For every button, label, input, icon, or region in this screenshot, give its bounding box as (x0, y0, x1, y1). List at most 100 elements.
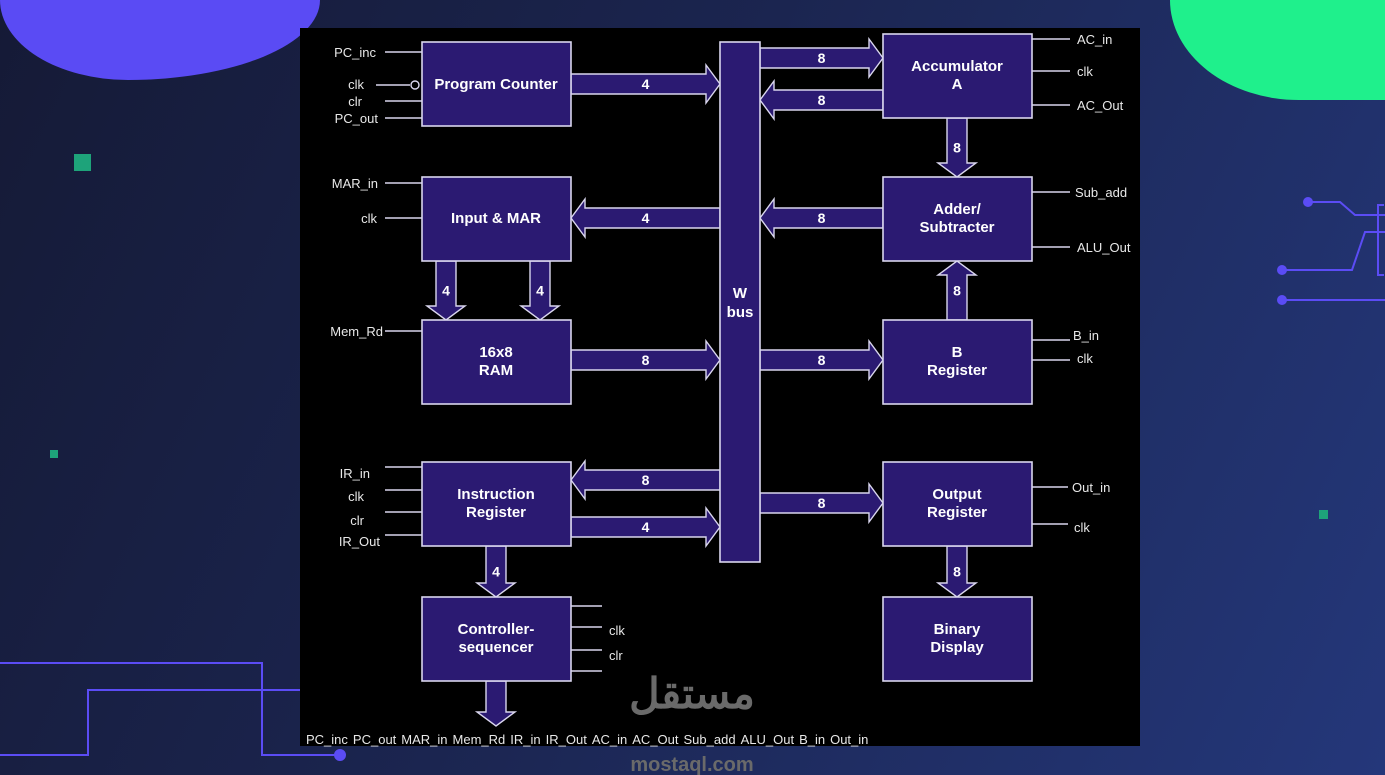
control-word-label: AC_Out (632, 732, 679, 747)
block-label: Register (927, 362, 987, 379)
program-counter-block: Program Counter (421, 41, 572, 127)
control-word-label: IR_Out (546, 732, 588, 747)
signal-label: clr (609, 648, 623, 663)
bus-width-label: 4 (442, 283, 450, 299)
control-word-label: PC_inc (306, 732, 348, 747)
block-label: sequencer (458, 639, 533, 656)
block-label: 16x8 (479, 344, 512, 361)
signal-label: clk (348, 489, 364, 504)
block-label: Output (932, 486, 981, 503)
acc-adder-arrow (935, 117, 979, 178)
block-label: Controller- (458, 621, 535, 638)
signal-label: clr (348, 94, 362, 109)
instruction-register-block: Instruction Register (421, 461, 572, 547)
ram-block: 16x8 RAM (421, 319, 572, 405)
bus-ir-arrow (570, 458, 721, 502)
signal-label: Mem_Rd (330, 324, 383, 339)
block-label: A (952, 76, 963, 93)
bus-width-label: 4 (642, 210, 650, 226)
bus-label: bus (727, 304, 754, 321)
control-word-label: Mem_Rd (453, 732, 506, 747)
signal-label: B_in (1073, 328, 1099, 343)
signal-label: AC_in (1077, 32, 1112, 47)
circuit-decor (0, 154, 1385, 761)
b-register-block: B Register (882, 319, 1033, 405)
signal-label: clr (350, 513, 364, 528)
control-word-out-arrow (474, 680, 518, 727)
block-label: RAM (479, 362, 513, 379)
signal-label: clk (1077, 351, 1093, 366)
ram-bus-arrow (570, 338, 721, 382)
mostaql-watermark: مستقل mostaql.com (629, 670, 755, 775)
block-label: Input & MAR (451, 210, 541, 227)
bus-width-label: 8 (953, 564, 961, 580)
bus-acc-arrow (759, 36, 884, 80)
bus-width-label: 8 (818, 495, 826, 511)
w-bus (719, 41, 761, 563)
signal-label: clk (1074, 520, 1090, 535)
mar-ram-2-arrow (518, 260, 562, 321)
control-word-label: MAR_in (401, 732, 447, 747)
bus-out-arrow (759, 481, 884, 525)
adder-bus-arrow (759, 196, 884, 240)
bus-width-label: 8 (642, 352, 650, 368)
signal-label: AC_Out (1077, 98, 1124, 113)
control-word-label: PC_out (353, 732, 397, 747)
block-label: Program Counter (434, 76, 558, 93)
control-word-label: B_in (799, 732, 825, 747)
signal-label: clk (361, 211, 377, 226)
signal-label: Sub_add (1075, 185, 1127, 200)
block-label: B (952, 344, 963, 361)
block-label: Accumulator (911, 58, 1003, 75)
signal-label: clk (348, 77, 364, 92)
signal-label: clk (1077, 64, 1093, 79)
bus-width-label: 8 (818, 92, 826, 108)
signal-label: clk (609, 623, 625, 638)
control-word-label: AC_in (592, 732, 627, 747)
bus-label: W (733, 285, 748, 302)
control-word-label: Sub_add (684, 732, 736, 747)
control-lines (376, 38, 1070, 672)
bus-width-label: 4 (642, 76, 650, 92)
ir-bus-arrow (570, 505, 721, 549)
control-word-labels: PC_inc PC_out MAR_in Mem_Rd IR_in IR_Out AC_in… (306, 732, 868, 747)
bus-width-label: 8 (818, 352, 826, 368)
binary-display-block: Binary Display (882, 596, 1033, 682)
block-label: Adder/ (933, 201, 981, 218)
bus-width-label: 4 (492, 564, 500, 580)
block-label: Binary (934, 621, 981, 638)
b-adder-arrow (935, 260, 979, 321)
signal-label: IR_in (340, 466, 370, 481)
controller-sequencer-block: Controller- sequencer (421, 596, 572, 682)
output-register-block: Output Register (882, 461, 1033, 547)
block-label: Instruction (457, 486, 535, 503)
bus-width-label: 8 (818, 50, 826, 66)
block-label: Register (927, 504, 987, 521)
control-word-label: Out_in (830, 732, 868, 747)
watermark-arabic: مستقل (629, 670, 755, 717)
signal-label: IR_Out (339, 534, 381, 549)
signal-labels: PC_inc clk clr PC_out MAR_in clk Mem_Rd … (330, 32, 1131, 663)
pc-bus-arrow (570, 62, 721, 106)
watermark-latin: mostaql.com (630, 754, 753, 775)
bus-width-label: 8 (953, 140, 961, 156)
out-disp-arrow (935, 545, 979, 598)
signal-label: ALU_Out (1077, 240, 1131, 255)
signal-label: MAR_in (332, 176, 378, 191)
signal-label: Out_in (1072, 480, 1110, 495)
acc-bus-arrow (759, 78, 884, 122)
ir-ctrl-arrow (474, 545, 518, 598)
control-word-label: ALU_Out (741, 732, 795, 747)
input-mar-block: Input & MAR (421, 176, 572, 262)
bus-width-label: 4 (642, 519, 650, 535)
block-label: Display (930, 639, 984, 656)
accumulator-block: Accumulator A (882, 33, 1033, 119)
bus-b-arrow (759, 338, 884, 382)
inverted-clock-bubble-icon (410, 80, 420, 90)
control-word-label: IR_in (510, 732, 540, 747)
bus-width-label: 8 (818, 210, 826, 226)
bus-width-label: 4 (536, 283, 544, 299)
block-label: Register (466, 504, 526, 521)
bus-width-label: 8 (642, 472, 650, 488)
